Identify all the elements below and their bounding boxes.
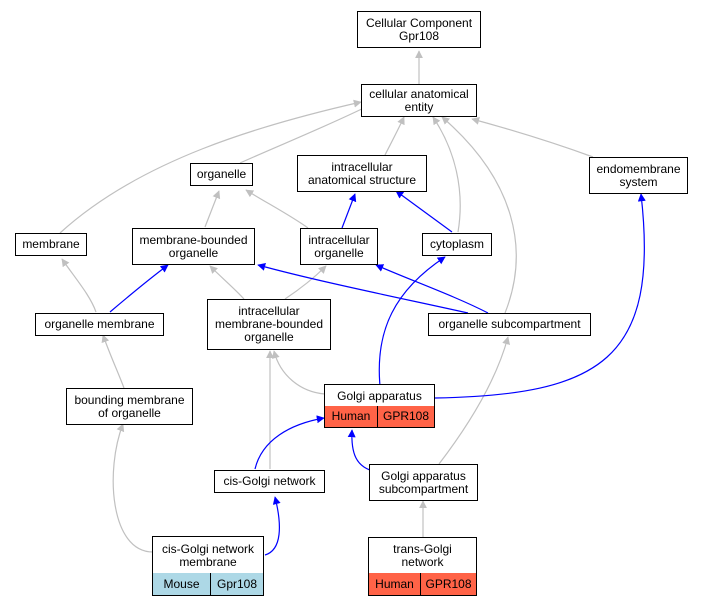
edge-gas-to-os	[438, 336, 510, 465]
edge-imbo-to-io	[284, 265, 327, 300]
node-organelle-membrane[interactable]: organelle membrane	[35, 313, 164, 336]
node-membrane-bounded-organelle[interactable]: membrane-bounded organelle	[132, 228, 255, 265]
gene-symbol-cell: GPR108	[420, 573, 476, 595]
node-cis-golgi-network-membrane[interactable]: cis-Golgi network membrane Mouse Gpr108	[152, 536, 264, 596]
edge-golgi-to-imbo	[271, 350, 326, 395]
edge-membrane-to-cae	[59, 99, 362, 234]
edge-golgi-to-endo	[434, 193, 646, 399]
node-cytoplasm[interactable]: cytoplasm	[422, 233, 492, 256]
edge-cyto-to-cae	[432, 116, 461, 233]
edge-cgn-to-golgi	[254, 415, 325, 470]
edge-cgnm-to-cgn	[264, 496, 281, 556]
species-human-cell: Human	[325, 406, 377, 427]
node-cis-golgi-network-membrane-title: cis-Golgi network membrane	[153, 537, 263, 575]
edge-cyto-to-ias	[395, 190, 453, 233]
edge-io-to-organelle	[245, 189, 309, 229]
node-organelle-subcompartment[interactable]: organelle subcompartment	[428, 313, 591, 336]
annotation-row: Human GPR108	[325, 406, 434, 427]
node-intracellular-membrane-bounded-organelle[interactable]: intracellular membrane-bounded organelle	[207, 299, 331, 350]
edge-om-to-membrane	[61, 258, 97, 313]
species-mouse-cell: Mouse	[153, 573, 210, 595]
node-bounding-membrane-of-organelle[interactable]: bounding membrane of organelle	[66, 388, 193, 425]
gene-symbol-cell: GPR108	[377, 406, 434, 427]
gene-symbol-cell: Gpr108	[210, 573, 263, 595]
annotation-row: Human GPR108	[369, 573, 476, 595]
node-golgi-apparatus-title: Golgi apparatus	[325, 385, 434, 408]
edge-io-to-ias	[341, 193, 357, 229]
edge-ias-to-cae	[384, 116, 405, 156]
edge-mbo-to-organelle	[204, 190, 221, 228]
node-endomembrane-system[interactable]: endomembrane system	[589, 157, 688, 194]
edge-om-to-mbo	[109, 264, 169, 313]
edge-bmo-to-om	[101, 334, 125, 389]
edge-os-to-cae	[441, 116, 517, 314]
node-trans-golgi-network[interactable]: trans-Golgi network Human GPR108	[368, 537, 477, 596]
edge-endo-to-cae	[471, 117, 594, 158]
node-intracellular-organelle[interactable]: intracellular organelle	[300, 228, 378, 265]
edge-organelle-to-cae	[239, 103, 373, 164]
edge-os-to-mbo	[257, 263, 469, 314]
node-cis-golgi-network[interactable]: cis-Golgi network	[214, 470, 325, 493]
node-golgi-apparatus[interactable]: Golgi apparatus Human GPR108	[324, 384, 435, 428]
node-cellular-anatomical-entity[interactable]: cellular anatomical entity	[361, 84, 477, 117]
annotation-row: Mouse Gpr108	[153, 573, 263, 595]
edge-os-to-io	[375, 264, 489, 314]
node-membrane[interactable]: membrane	[15, 233, 87, 256]
edge-golgi-to-cyto	[378, 256, 446, 387]
node-trans-golgi-network-title: trans-Golgi network	[369, 538, 476, 575]
edge-cgnm-to-bmo	[112, 423, 154, 553]
species-human-cell: Human	[369, 573, 420, 595]
node-golgi-apparatus-subcompartment[interactable]: Golgi apparatus subcompartment	[369, 464, 478, 501]
node-cellular-component[interactable]: Cellular Component Gpr108	[357, 11, 481, 48]
edge-imbo-to-mbo	[209, 265, 245, 300]
node-intracellular-anatomical-structure[interactable]: intracellular anatomical structure	[297, 155, 427, 192]
node-organelle[interactable]: organelle	[190, 163, 253, 186]
